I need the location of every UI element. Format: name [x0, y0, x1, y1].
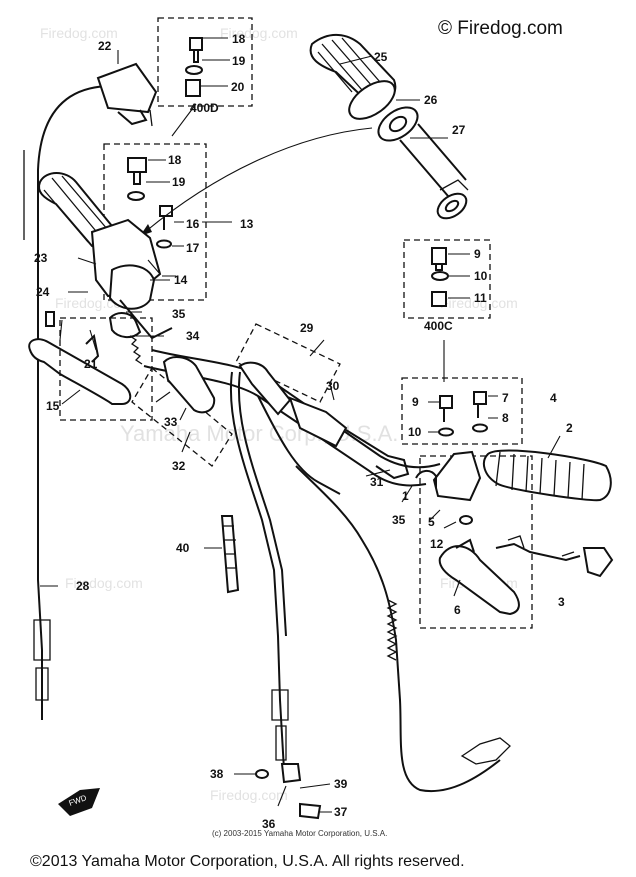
watermark-firedog: Firedog.com	[440, 295, 518, 311]
label-3: 3	[558, 595, 565, 609]
label-400c: 400C	[424, 319, 453, 333]
label-30: 30	[326, 379, 340, 393]
switch-3	[495, 535, 614, 578]
part-labels: 18 19 20 400D 18 19 16 17 13 14 35 34 22…	[34, 32, 573, 831]
brake-lever-6	[415, 450, 520, 616]
throttle-housing-22	[96, 62, 158, 127]
label-6: 6	[454, 603, 461, 617]
cable-32	[229, 371, 285, 771]
watermark-yamaha: Yamaha Motor Corp., U.S.A.	[120, 421, 398, 446]
label-32: 32	[172, 459, 186, 473]
watermark-firedog: Firedog.com	[40, 25, 118, 41]
label-1: 1	[402, 489, 409, 503]
clutch-lever-15	[28, 312, 153, 421]
throttle-tube-30	[162, 356, 410, 480]
label-11: 11	[474, 291, 487, 305]
label-4: 4	[550, 391, 557, 405]
cable-22	[37, 85, 113, 720]
watermark-firedog: Firedog.com	[220, 25, 298, 41]
label-12: 12	[430, 537, 444, 551]
label-9a: 9	[474, 247, 481, 261]
arrow-line	[144, 127, 373, 233]
right-grip-assembly	[38, 172, 173, 340]
label-37: 37	[334, 805, 348, 819]
label-31: 31	[370, 475, 384, 489]
label-8: 8	[502, 411, 509, 425]
kit-box-lever	[419, 455, 533, 629]
label-13: 13	[240, 217, 254, 231]
copyright-small: (c) 2003-2015 Yamaha Motor Corporation, …	[212, 829, 387, 838]
label-29: 29	[300, 321, 314, 335]
label-22: 22	[98, 39, 112, 53]
label-39: 39	[334, 777, 348, 791]
bolts-box-13	[127, 157, 184, 249]
kit-box-400c	[403, 239, 491, 319]
bolts-box-4	[428, 391, 498, 437]
label-35a: 35	[172, 307, 186, 321]
band-40	[204, 515, 240, 594]
label-19b: 19	[172, 175, 186, 189]
watermarks: Firedog.com Firedog.com Firedog.com Fire…	[40, 25, 518, 803]
label-25: 25	[374, 50, 388, 64]
cable-adjuster	[234, 763, 332, 820]
watermark-firedog: Firedog.com	[65, 575, 143, 591]
label-10b: 10	[408, 425, 422, 439]
label-20: 20	[231, 80, 245, 94]
grip-2	[482, 435, 612, 502]
bolts-400c	[431, 247, 470, 382]
label-18b: 18	[168, 153, 182, 167]
label-40: 40	[176, 541, 190, 555]
fwd-arrow-icon: FWD	[58, 788, 100, 816]
label-28: 28	[76, 579, 90, 593]
kit-box-400d	[157, 17, 253, 107]
label-400d: 400D	[190, 101, 219, 115]
kit-box-29	[235, 323, 341, 403]
label-19: 19	[232, 54, 246, 68]
label-16: 16	[186, 217, 200, 231]
left-grip-assembly	[309, 34, 469, 220]
watermark-firedog: Firedog.com	[210, 787, 288, 803]
label-34: 34	[186, 329, 200, 343]
label-2: 2	[566, 421, 573, 435]
label-35b: 35	[392, 513, 406, 527]
label-23: 23	[34, 251, 48, 265]
label-36: 36	[262, 817, 276, 831]
label-14: 14	[174, 273, 188, 287]
bolts-400d	[171, 37, 230, 137]
kit-box-4	[401, 377, 523, 445]
kit-box-32	[131, 367, 233, 467]
label-7: 7	[502, 391, 509, 405]
label-9b: 9	[412, 395, 419, 409]
label-18: 18	[232, 32, 246, 46]
label-38: 38	[210, 767, 224, 781]
brand-mark: © Firedog.com	[438, 18, 563, 39]
label-26: 26	[424, 93, 438, 107]
label-24: 24	[36, 285, 50, 299]
label-10a: 10	[474, 269, 488, 283]
label-17: 17	[186, 241, 200, 255]
label-21: 21	[84, 357, 98, 371]
label-15: 15	[46, 399, 60, 413]
copyright-main: ©2013 Yamaha Motor Corporation, U.S.A. A…	[30, 853, 465, 870]
label-33: 33	[164, 415, 178, 429]
label-5: 5	[428, 515, 435, 529]
label-27: 27	[452, 123, 466, 137]
